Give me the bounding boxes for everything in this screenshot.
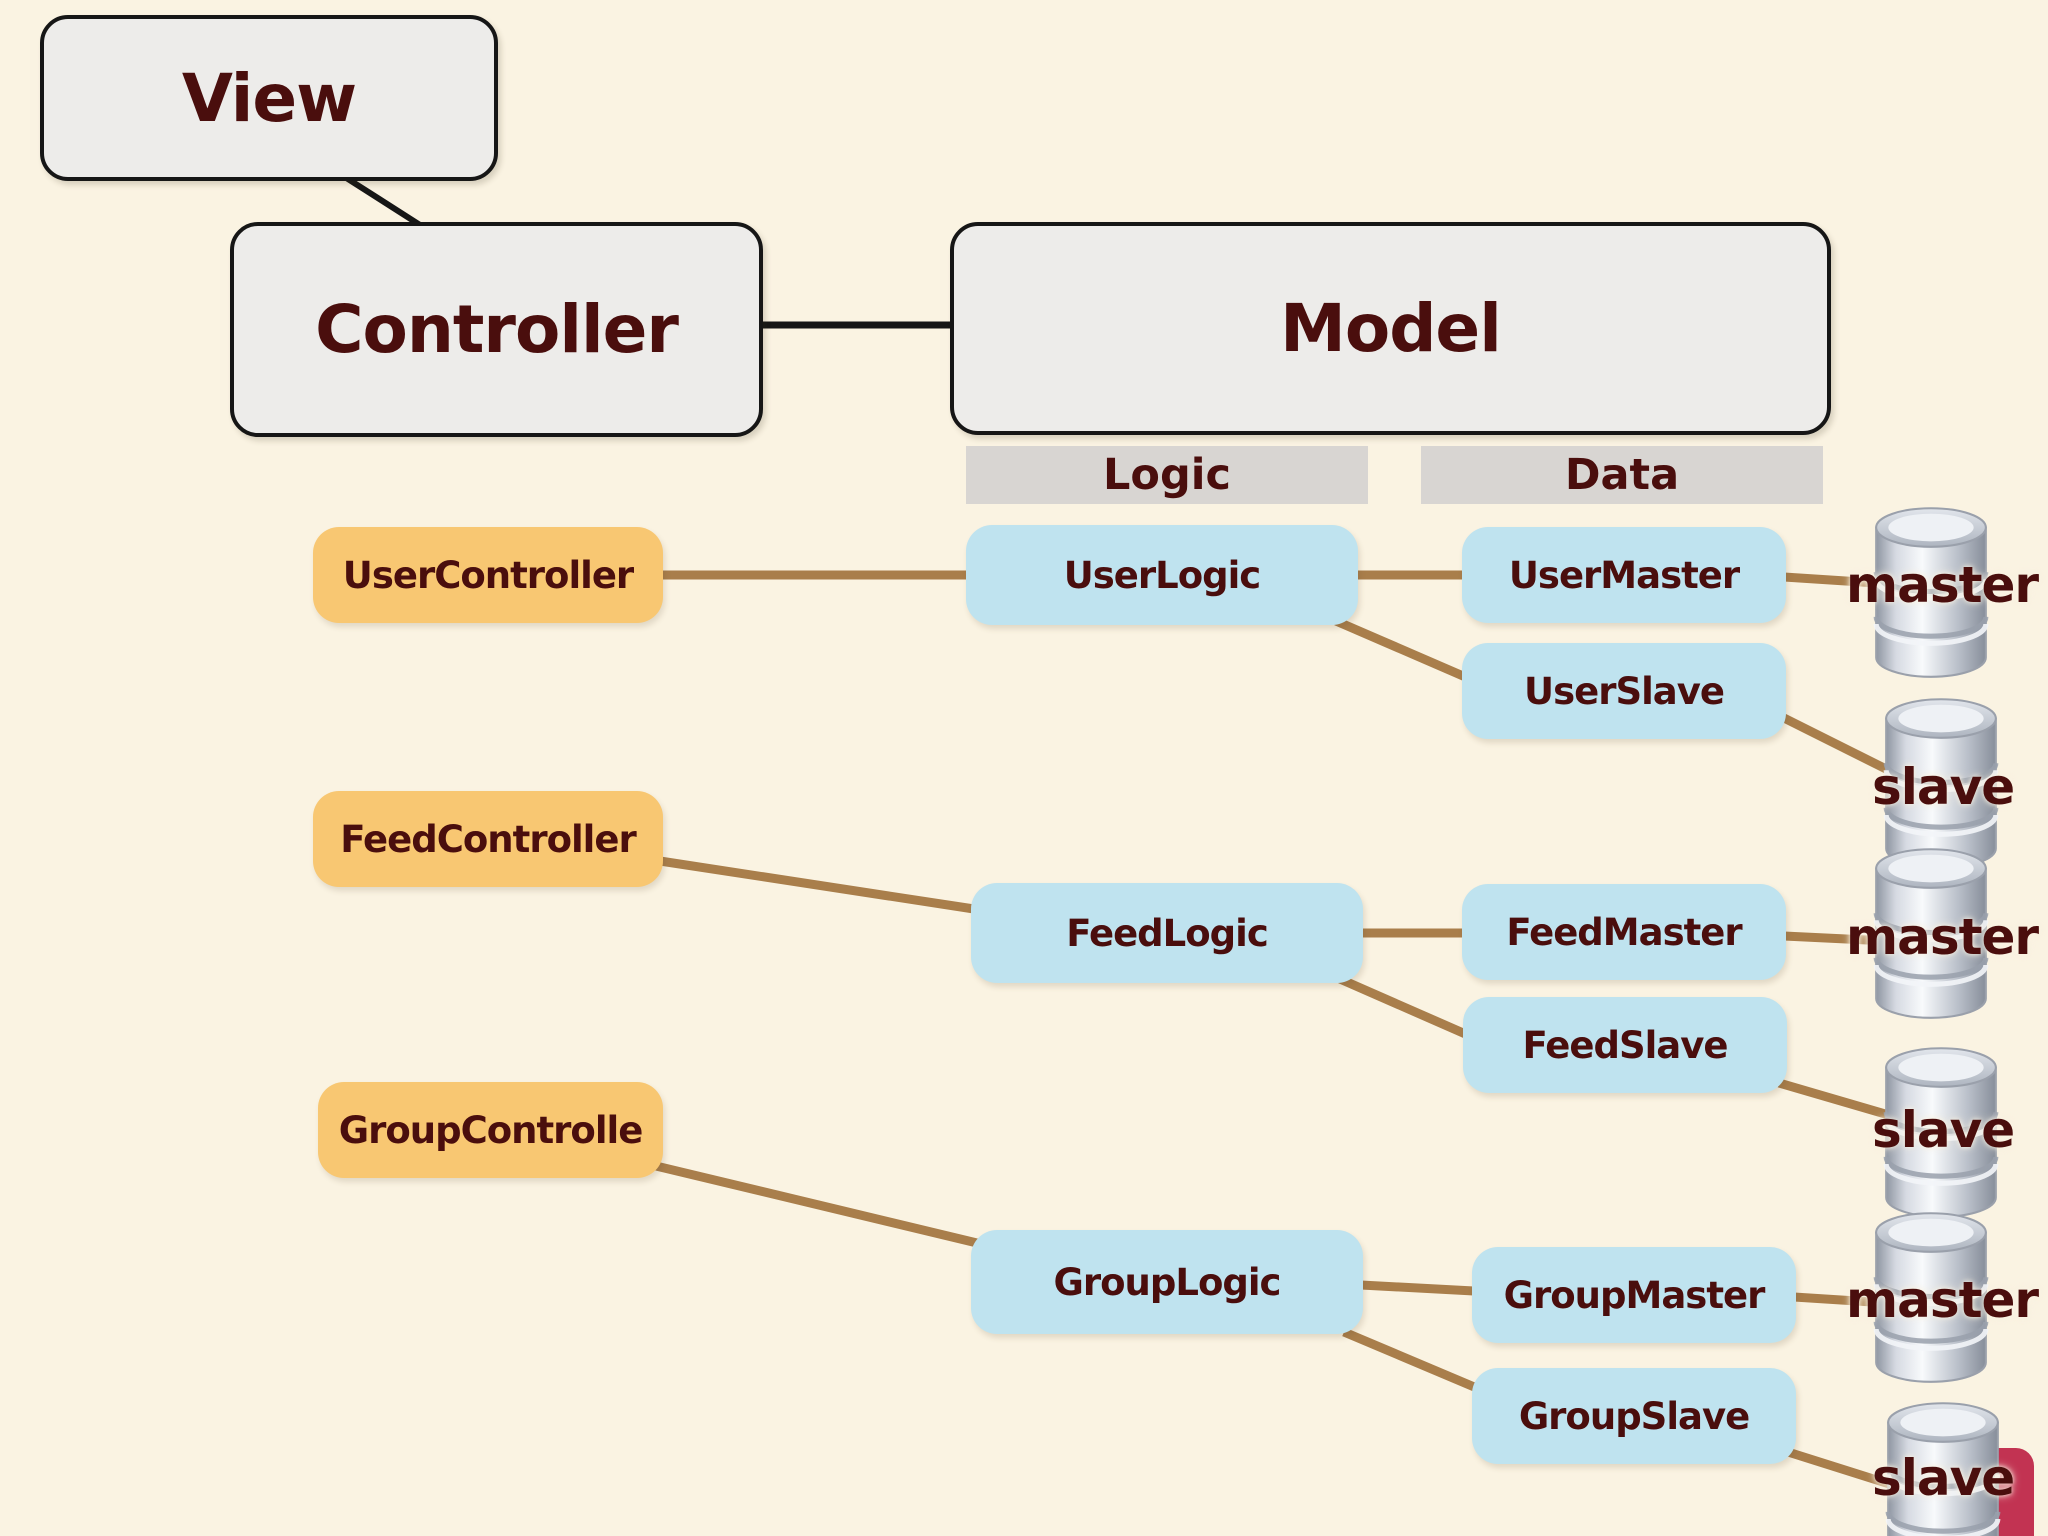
wire-grouplogic-groupmaster (1360, 1280, 1475, 1296)
node-feedcontroller-label: FeedController (340, 817, 636, 861)
node-model-label: Model (1280, 290, 1502, 367)
node-groupslave-label: GroupSlave (1518, 1394, 1750, 1438)
column-header-logic: Logic (966, 446, 1368, 504)
node-usercontroller-label: UserController (342, 553, 634, 597)
node-feedlogic: FeedLogic (971, 883, 1363, 983)
database-label-slave: slave (1872, 1449, 2015, 1507)
node-usermaster: UserMaster (1462, 527, 1786, 623)
database-label-slave: slave (1872, 1101, 2015, 1159)
node-grouplogic: GroupLogic (971, 1230, 1363, 1334)
node-groupmaster-label: GroupMaster (1503, 1273, 1766, 1317)
node-feedmaster-label: FeedMaster (1506, 910, 1742, 954)
column-header-data: Data (1421, 446, 1823, 504)
node-userlogic: UserLogic (966, 525, 1358, 625)
node-view-label: View (181, 59, 357, 137)
node-feedslave: FeedSlave (1463, 997, 1787, 1093)
node-grouplogic-label: GroupLogic (1053, 1260, 1282, 1304)
wire-grouplogic-groupslave (1342, 1327, 1481, 1394)
column-header-logic-label: Logic (1103, 450, 1231, 500)
wire-userlogic-userslave (1334, 616, 1472, 684)
node-feedslave-label: FeedSlave (1522, 1023, 1729, 1067)
wire-feedcontroller-feedlogic (659, 856, 975, 914)
node-controller: Controller (230, 222, 763, 437)
database-label-slave: slave (1872, 758, 2015, 816)
node-userlogic-label: UserLogic (1063, 553, 1262, 597)
database-label-master: master (1846, 1271, 2039, 1329)
node-groupslave: GroupSlave (1472, 1368, 1796, 1464)
node-feedlogic-label: FeedLogic (1066, 911, 1269, 955)
node-model: Model (950, 222, 1831, 435)
node-userslave: UserSlave (1462, 643, 1786, 739)
database-label-master: master (1846, 556, 2039, 614)
node-groupcontroller: GroupControlle (318, 1082, 663, 1178)
node-groupcontroller-label: GroupControlle (338, 1108, 644, 1152)
node-feedcontroller: FeedController (313, 791, 663, 887)
wire-feedlogic-feedslave (1338, 974, 1472, 1041)
column-header-data-label: Data (1564, 450, 1680, 500)
node-view: View (40, 15, 498, 181)
node-groupmaster: GroupMaster (1472, 1247, 1796, 1343)
node-controller-label: Controller (315, 291, 679, 368)
node-feedmaster: FeedMaster (1462, 884, 1786, 980)
wire-groupcontroller-grouplogic (654, 1161, 979, 1248)
node-userslave-label: UserSlave (1524, 669, 1725, 713)
node-usercontroller: UserController (313, 527, 663, 623)
database-label-master: master (1846, 908, 2039, 966)
node-usermaster-label: UserMaster (1508, 553, 1740, 597)
